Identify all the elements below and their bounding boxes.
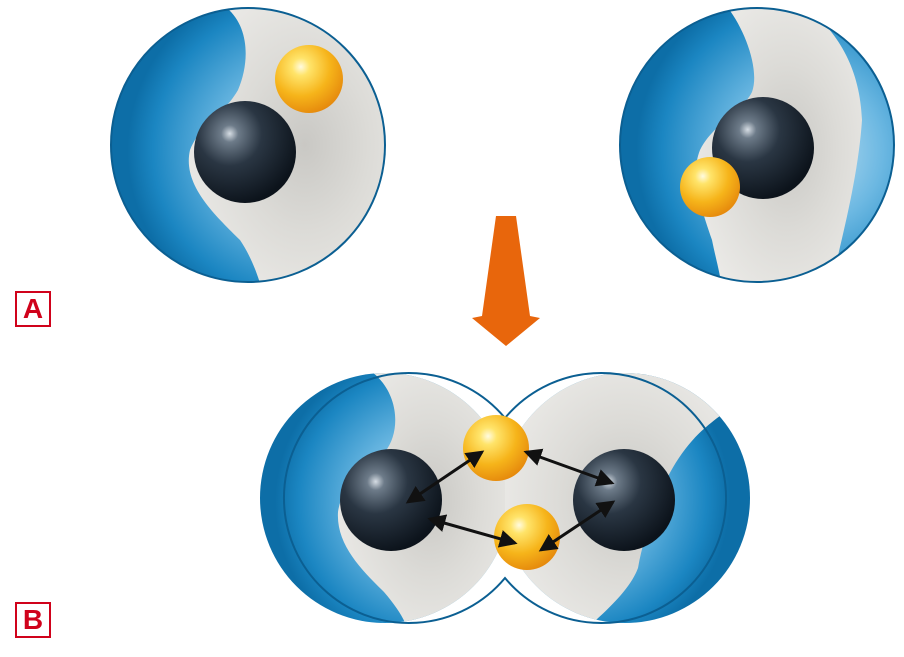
atom-a-left (110, 7, 386, 283)
interaction-arrows (405, 448, 616, 552)
molecule-b-right-nucleus (573, 449, 675, 551)
atom-a-right (619, 7, 895, 283)
double-headed-arrow-icon (427, 514, 518, 548)
molecule-b (260, 372, 750, 624)
atom-a-left-nucleus (194, 101, 296, 203)
molecule-b-bottom-electron (494, 504, 560, 570)
double-headed-arrow-icon (538, 500, 616, 552)
molecule-b-left-nucleus (340, 449, 442, 551)
atom-a-right-outline (619, 7, 895, 283)
atom-a-right-electron (680, 157, 740, 217)
atom-a-left-electron (275, 45, 343, 113)
double-headed-arrow-icon (405, 450, 485, 504)
molecule-b-outline (282, 372, 728, 624)
atom-a-right-nucleus (712, 97, 814, 199)
arrow-down-icon (472, 216, 540, 346)
molecule-b-top-electron (463, 415, 529, 481)
double-headed-arrow-icon (523, 448, 615, 487)
panel-label-a: A (15, 291, 51, 327)
atom-a-left-outline (110, 7, 386, 283)
panel-label-b: B (15, 602, 51, 638)
